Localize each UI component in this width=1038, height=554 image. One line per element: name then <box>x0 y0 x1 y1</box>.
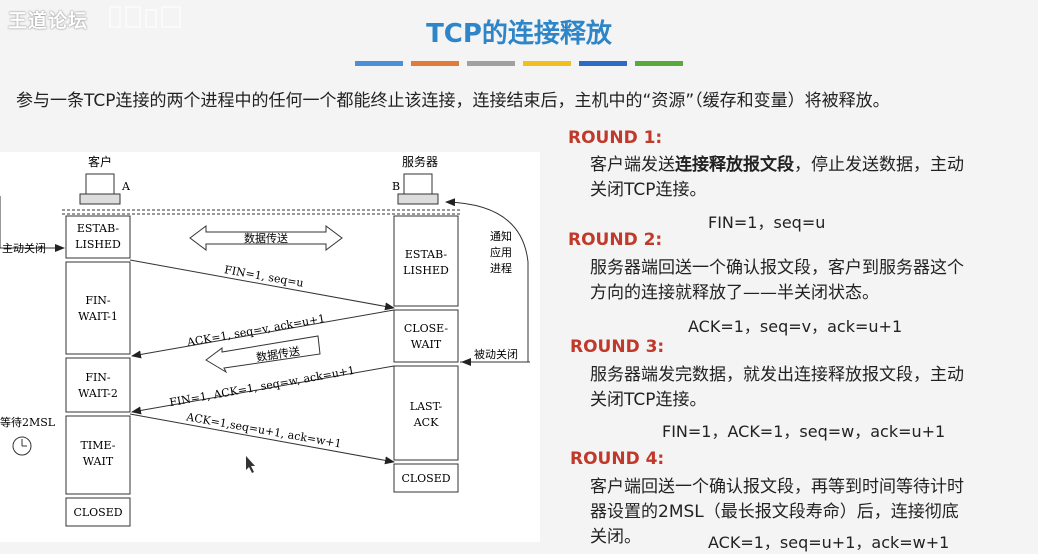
watermark-logo-icon <box>109 6 181 28</box>
server-state-lastack-1: LAST- <box>410 400 443 413</box>
round-4-title: ROUND 4: <box>570 449 665 469</box>
round-4-line3: 关闭。 <box>590 527 641 547</box>
round-1-line1-post: ，停止发送数据，主动 <box>794 155 964 175</box>
data-transfer-label-2: 数据传送 <box>255 344 301 365</box>
client-state-finwait1-1: FIN- <box>85 294 111 307</box>
server-computer-icon <box>397 173 439 205</box>
round-1-text: 客户端发送连接释放报文段，停止发送数据，主动 关闭TCP连接。 <box>590 153 1030 203</box>
forum-watermark: 王道论坛 <box>8 10 89 32</box>
active-close-label: 主动关闭 <box>2 241 46 255</box>
segment-final-ack-label: ACK=1,seq=u+1, ack=w+1 <box>184 410 342 450</box>
client-label: 客户 <box>88 154 112 169</box>
server-state-closed: CLOSED <box>401 472 450 485</box>
client-state-finwait2-2: WAIT-2 <box>78 387 118 400</box>
server-state-lastack-2: ACK <box>413 416 439 429</box>
round-2-line2: 方向的连接就释放了——半关闭状态。 <box>590 283 879 303</box>
client-state-established-2: LISHED <box>75 238 121 251</box>
round-2-line1: 服务器端回送一个确认报文段，客户到服务器这个 <box>590 258 964 278</box>
client-state-timewait-1: TIME- <box>81 439 116 452</box>
client-state-closed: CLOSED <box>73 506 122 519</box>
round-2-formula: ACK=1，seq=v，ack=u+1 <box>688 317 903 336</box>
round-1-line2: 关闭TCP连接。 <box>590 180 707 200</box>
diagram-svg: 客户 服务器 A B ESTAB- LISHED FIN- WAIT-1 FIN… <box>0 154 530 527</box>
round-1-line1-bold: 连接释放报文段 <box>675 155 794 175</box>
page-title: TCP的连接释放 <box>426 19 612 49</box>
client-letter: A <box>121 180 131 193</box>
round-4-formula: ACK=1，seq=u+1，ack=w+1 <box>708 533 950 552</box>
color-bar-3 <box>467 61 515 66</box>
round-1-title: ROUND 1: <box>568 128 663 148</box>
server-state-closewait-1: CLOSE- <box>404 322 449 335</box>
client-state-established-1: ESTAB- <box>77 222 120 235</box>
server-letter: B <box>392 180 400 193</box>
notify-label-3: 进程 <box>490 262 512 275</box>
server-label: 服务器 <box>402 154 438 169</box>
color-bar-5 <box>579 61 627 66</box>
round-3-line2: 关闭TCP连接。 <box>590 390 707 410</box>
round-4-line2: 器设置的2MSL（最长报文段寿命）后，连接彻底 <box>590 502 959 522</box>
round-1-line1-pre: 客户端发送 <box>590 155 675 175</box>
data-transfer-label-1: 数据传送 <box>244 231 288 245</box>
passive-close-label: 被动关闭 <box>474 347 518 361</box>
client-state-finwait2-1: FIN- <box>85 371 111 384</box>
round-4-text: 客户端回送一个确认报文段，再等到时间等待计时 器设置的2MSL（最长报文段寿命）… <box>590 475 1030 550</box>
round-3-text: 服务器端发完数据，就发出连接释放报文段，主动 关闭TCP连接。 <box>590 363 1030 413</box>
segment-fin-label: FIN=1, seq=u <box>223 263 304 290</box>
server-state-established-2: LISHED <box>403 264 449 277</box>
color-bar-1 <box>355 61 403 66</box>
client-state-timewait-2: WAIT <box>83 455 114 468</box>
server-state-established-1: ESTAB- <box>405 248 448 261</box>
client-state-finwait1-2: WAIT-1 <box>78 310 118 323</box>
round-2-title: ROUND 2: <box>568 230 663 250</box>
server-state-closewait-2: WAIT <box>411 338 442 351</box>
clock-icon <box>12 436 32 456</box>
wait-2msl-label: 等待2MSL <box>0 415 56 429</box>
notify-label-1: 通知 <box>490 229 512 243</box>
color-bar-2 <box>411 61 459 66</box>
mouse-cursor-icon <box>246 456 255 473</box>
data-transfer-arrow-2: 数据传送 <box>205 335 321 374</box>
round-3-title: ROUND 3: <box>570 337 665 357</box>
color-bar-4 <box>523 61 571 66</box>
data-transfer-arrow-1: 数据传送 <box>189 225 343 251</box>
notify-label-2: 应用 <box>490 245 512 259</box>
segment-fin-ack-label: FIN=1, ACK=1, seq=w, ack=u+1 <box>168 364 355 409</box>
round-3-formula: FIN=1，ACK=1，seq=w，ack=u+1 <box>662 422 946 441</box>
round-3-line1: 服务器端发完数据，就发出连接释放报文段，主动 <box>590 365 964 385</box>
client-computer-icon <box>79 173 121 205</box>
color-bar-6 <box>635 61 683 66</box>
round-2-text: 服务器端回送一个确认报文段，客户到服务器这个 方向的连接就释放了——半关闭状态。 <box>590 256 1030 306</box>
round-1-formula: FIN=1，seq=u <box>708 213 826 232</box>
intro-text: 参与一条TCP连接的两个进程中的任何一个都能终止该连接，连接结束后，主机中的“资… <box>16 91 890 111</box>
round-4-line1: 客户端回送一个确认报文段，再等到时间等待计时 <box>590 477 964 497</box>
tcp-release-diagram: 客户 服务器 A B ESTAB- LISHED FIN- WAIT-1 FIN… <box>0 152 540 542</box>
